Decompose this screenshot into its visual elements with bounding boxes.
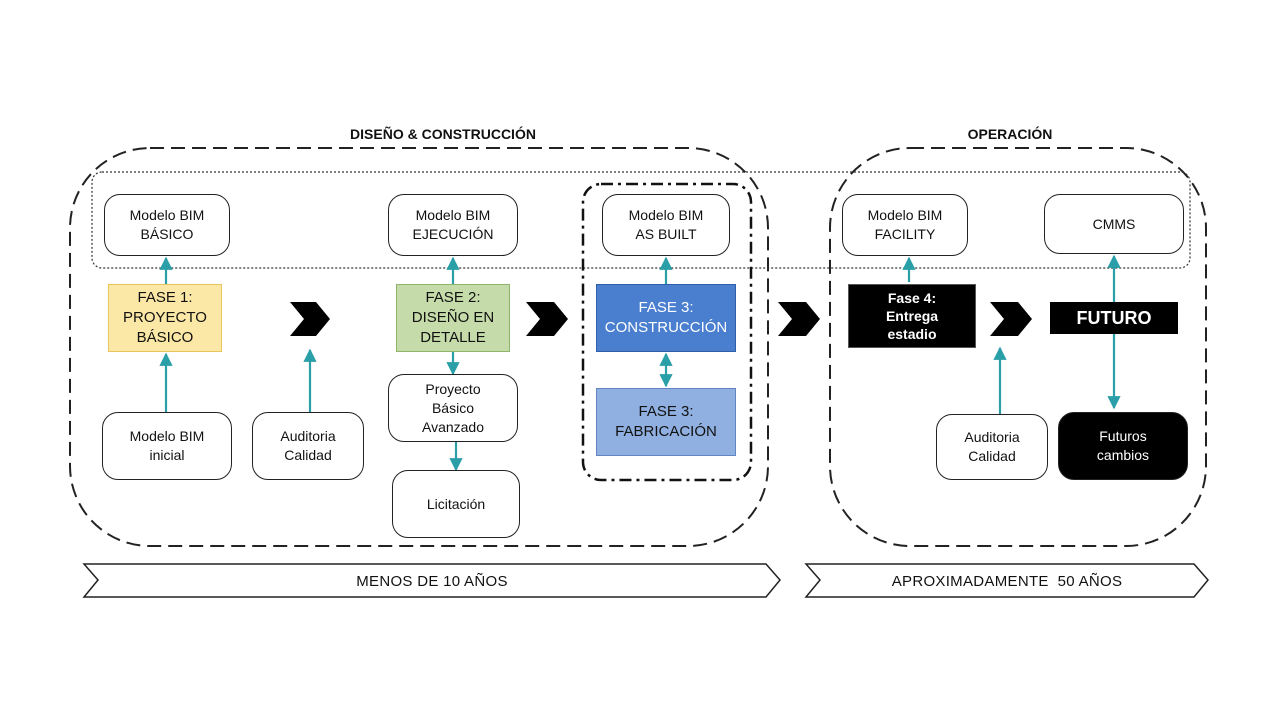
bim-models-band [91,171,1191,269]
phase-3-fabrication-box: FASE 3: FABRICACIÓN [596,388,736,456]
advanced-basic-project-box: Proyecto Básico Avanzado [388,374,518,442]
bim-model-ejecucion: Modelo BIM EJECUCIÓN [388,194,518,256]
cmms-box: CMMS [1044,194,1184,254]
phase-3-construction-box: FASE 3: CONSTRUCCIÓN [596,284,736,352]
design-construction-region [69,147,769,547]
quality-audit-operation-box: Auditoria Calidad [936,414,1048,480]
quality-audit-box: Auditoria Calidad [252,412,364,480]
operation-title: OPERACIÓN [967,125,1053,142]
timeline-banner-operation [804,563,1209,598]
bim-model-basico: Modelo BIM BÁSICO [104,194,230,256]
tender-box: Licitación [392,470,520,538]
chevron-arrow-icon [778,302,820,336]
phase-2-box: FASE 2: DISEÑO EN DETALLE [396,284,510,352]
future-changes-box: Futuros cambios [1058,412,1188,480]
phase-4-box: Fase 4: Entrega estadio [848,284,976,348]
timeline-operation-label: APROXIMADAMENTE 50 AÑOS [891,572,1123,590]
design-construction-title: DISEÑO & CONSTRUCCIÓN [350,125,536,142]
initial-bim-model-box: Modelo BIM inicial [102,412,232,480]
chevron-arrow-icon [290,302,330,336]
operation-region [829,147,1207,547]
chevron-arrow-icon [526,302,568,336]
bim-model-facility: Modelo BIM FACILITY [842,194,968,256]
future-box: FUTURO [1050,302,1178,334]
chevron-arrow-icon [990,302,1032,336]
phase-1-box: FASE 1: PROYECTO BÁSICO [108,284,222,352]
timeline-design-label: MENOS DE 10 AÑOS [356,572,508,590]
bim-model-as-built: Modelo BIM AS BUILT [602,194,730,256]
timeline-banner-design [82,563,781,598]
